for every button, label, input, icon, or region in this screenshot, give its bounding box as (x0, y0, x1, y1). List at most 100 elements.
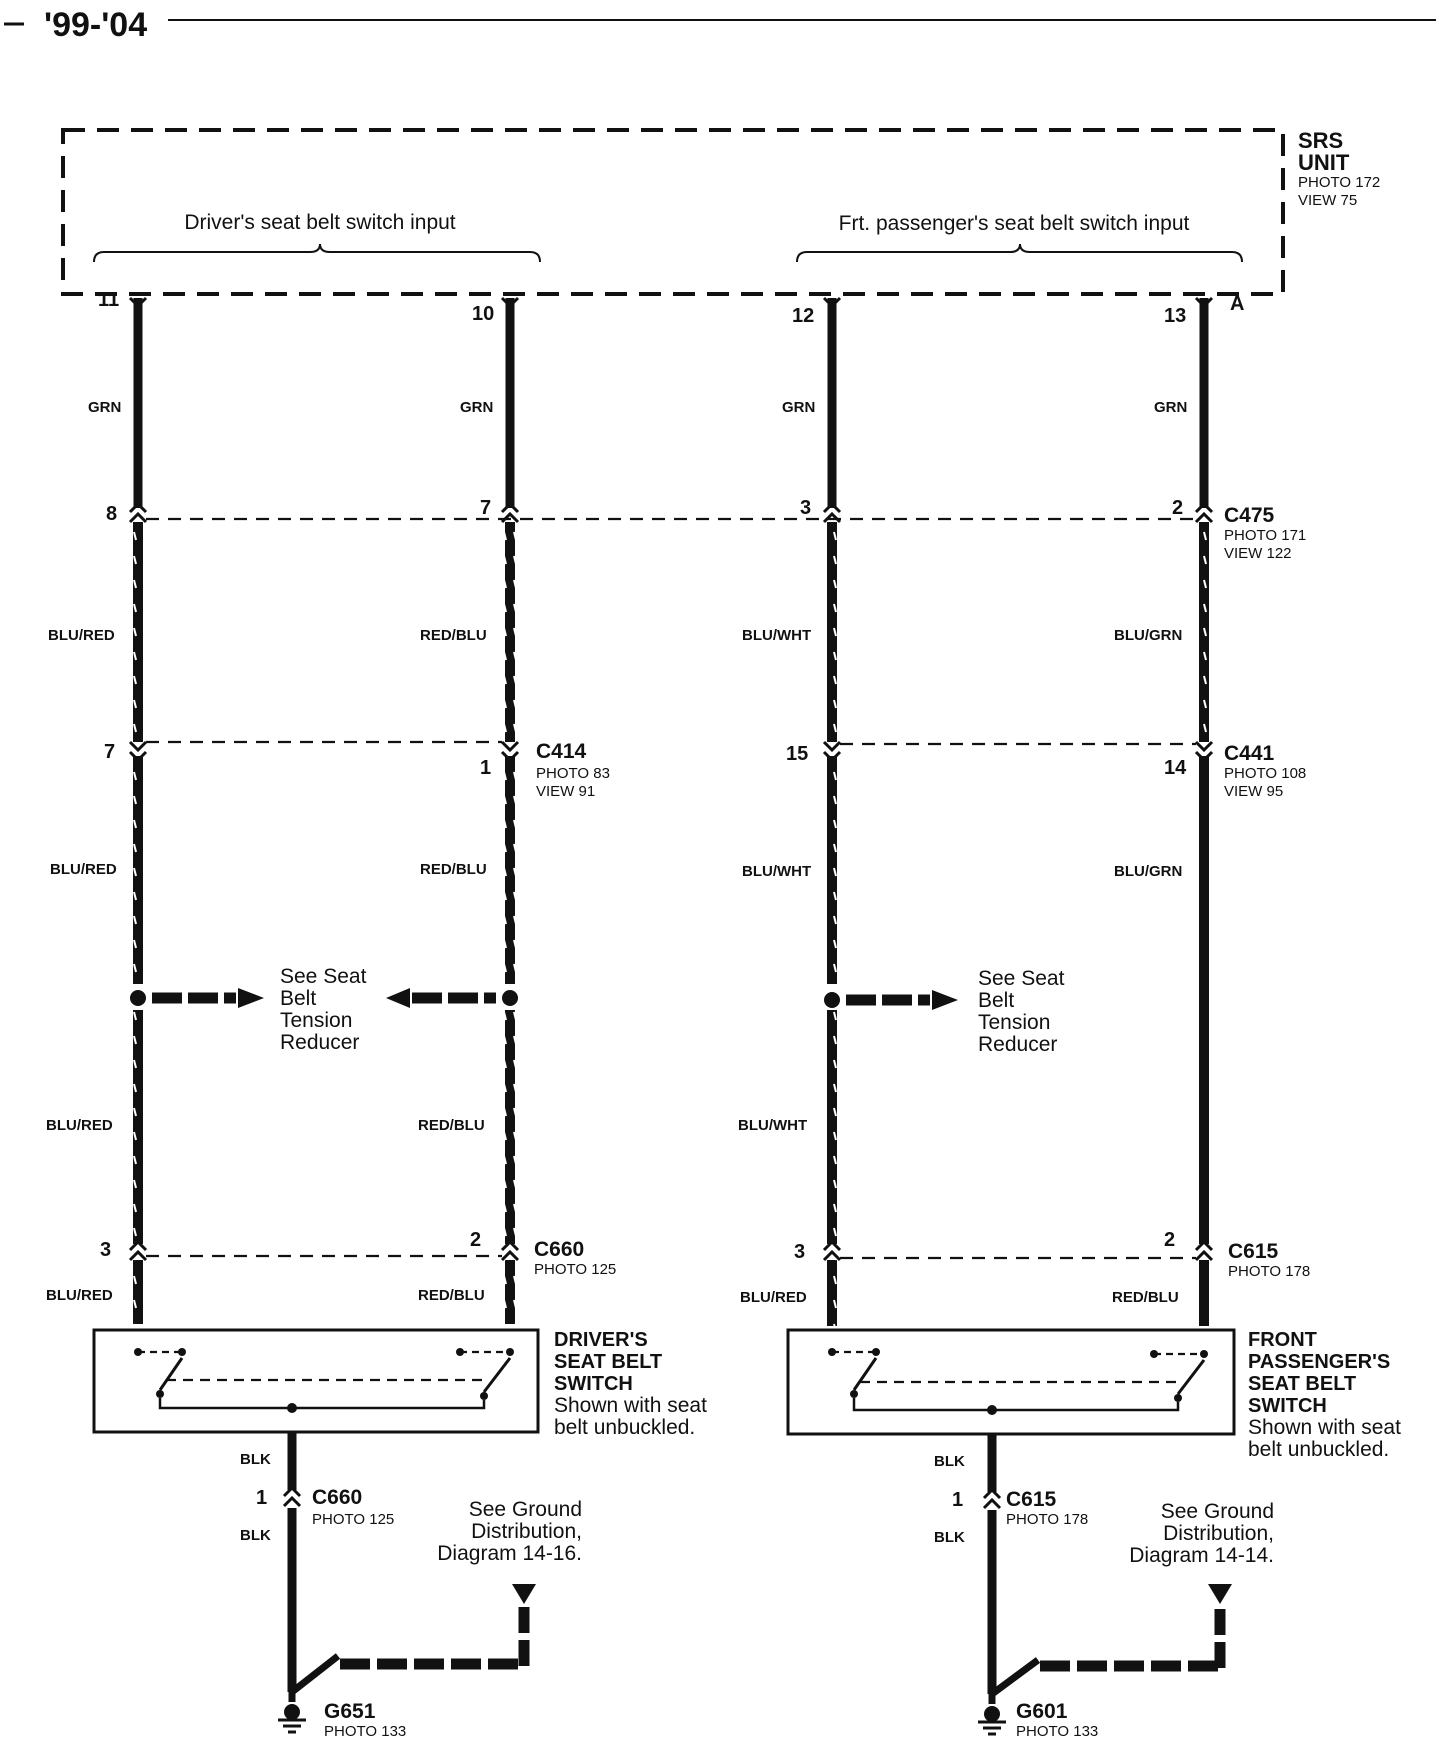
pin-c615-ground-1: 1 (952, 1489, 963, 1511)
passenger-input-label: Frt. passenger's seat belt switch input (839, 212, 1190, 235)
pin-srs-terminal-a: A (1230, 293, 1244, 315)
wire-label-blu-wht-2: BLU/WHT (742, 863, 811, 880)
wire-label-red-blu-1: RED/BLU (420, 627, 487, 644)
tension-reducer-ref-driver (130, 988, 518, 1008)
pin-c615-3: 3 (794, 1241, 805, 1263)
wire-label-blu-red-3: BLU/RED (46, 1117, 113, 1134)
tension-note-passenger-1: See Seat (978, 967, 1065, 990)
pin-c660-3: 3 (100, 1239, 111, 1261)
tension-reducer-ref-passenger (824, 990, 958, 1010)
c660-photo: PHOTO 125 (534, 1261, 616, 1278)
tension-note-passenger-2: Belt (978, 989, 1014, 1012)
driver-seat-belt-switch (92, 1328, 540, 1434)
wire-label-grn-4: GRN (1154, 399, 1187, 416)
pin-c475-7: 7 (480, 497, 491, 519)
c475-photo: PHOTO 171 (1224, 527, 1306, 544)
c615-name: C615 (1228, 1240, 1279, 1263)
tension-note-driver-3: Tension (280, 1009, 352, 1032)
wire-label-red-blu-4: RED/BLU (418, 1287, 485, 1304)
srs-unit-view: VIEW 75 (1298, 192, 1357, 209)
wire-driver-right (500, 296, 520, 1324)
pin-c475-3: 3 (800, 497, 811, 519)
pin-c441-15: 15 (786, 743, 808, 765)
srs-unit-box (61, 128, 1285, 296)
c660-name: C660 (534, 1238, 584, 1261)
pin-c414-1: 1 (480, 757, 491, 779)
c441-view: VIEW 95 (1224, 783, 1283, 800)
wire-label-blu-wht-3: BLU/WHT (738, 1117, 807, 1134)
passenger-switch-title-2: PASSENGER'S (1248, 1351, 1390, 1373)
wire-label-blu-red-1: BLU/RED (48, 627, 115, 644)
c615-photo: PHOTO 178 (1228, 1263, 1310, 1280)
pin-c475-2: 2 (1172, 497, 1183, 519)
wire-label-grn-1: GRN (88, 399, 121, 416)
c475-view: VIEW 122 (1224, 545, 1292, 562)
ground-circuit-passenger (978, 1434, 1232, 1736)
srs-unit-photo: PHOTO 172 (1298, 174, 1380, 191)
c414-name: C414 (536, 740, 587, 763)
wire-label-red-blu-5: RED/BLU (1112, 1289, 1179, 1306)
tension-note-driver-4: Reducer (280, 1031, 359, 1054)
ground-note-driver-1: See Ground (469, 1498, 582, 1521)
wire-label-blu-red-2: BLU/RED (50, 861, 117, 878)
g601-photo: PHOTO 133 (1016, 1723, 1098, 1740)
wire-label-blu-red-4: BLU/RED (46, 1287, 113, 1304)
wire-passenger-right (1194, 296, 1214, 1326)
tension-note-driver-1: See Seat (280, 965, 367, 988)
pin-c660-ground-1: 1 (256, 1487, 267, 1509)
driver-switch-title-3: SWITCH (554, 1373, 633, 1395)
wire-label-grn-2: GRN (460, 399, 493, 416)
driver-input-brace (93, 243, 541, 263)
c414-photo: PHOTO 83 (536, 765, 610, 782)
tension-note-driver-2: Belt (280, 987, 316, 1010)
wire-label-red-blu-2: RED/BLU (420, 861, 487, 878)
passenger-input-brace (796, 243, 1243, 263)
driver-switch-note-1: Shown with seat (554, 1394, 707, 1417)
passenger-switch-note-1: Shown with seat (1248, 1416, 1401, 1439)
ground-note-passenger-1: See Ground (1161, 1500, 1274, 1523)
driver-switch-note-2: belt unbuckled. (554, 1416, 695, 1439)
passenger-switch-note-2: belt unbuckled. (1248, 1438, 1389, 1461)
driver-input-label: Driver's seat belt switch input (184, 211, 455, 234)
ground-note-driver-3: Diagram 14-16. (437, 1542, 582, 1565)
passenger-switch-title-1: FRONT (1248, 1329, 1317, 1351)
pin-c615-2: 2 (1164, 1229, 1175, 1251)
wire-label-red-blu-3: RED/BLU (418, 1117, 485, 1134)
g601-name: G601 (1016, 1700, 1068, 1723)
ground-note-passenger-2: Distribution, (1163, 1522, 1274, 1545)
c660-ground-name: C660 (312, 1486, 362, 1509)
c615-ground-name: C615 (1006, 1488, 1057, 1511)
connector-c660-c615-marks (128, 1239, 1214, 1262)
pin-srs-10: 10 (472, 303, 494, 325)
c475-name: C475 (1224, 504, 1275, 527)
wire-label-blk-4: BLK (934, 1529, 965, 1546)
passenger-switch-title-3: SEAT BELT (1248, 1373, 1356, 1395)
wire-label-blk-2: BLK (240, 1527, 271, 1544)
g651-photo: PHOTO 133 (324, 1723, 406, 1740)
passenger-switch-title-4: SWITCH (1248, 1395, 1327, 1417)
ground-note-driver-2: Distribution, (471, 1520, 582, 1543)
c660-ground-photo: PHOTO 125 (312, 1511, 394, 1528)
wire-label-blu-red-5: BLU/RED (740, 1289, 807, 1306)
c441-name: C441 (1224, 742, 1275, 765)
g651-name: G651 (324, 1700, 376, 1723)
pin-c660-2: 2 (470, 1229, 481, 1251)
ground-circuit-driver (278, 1432, 536, 1734)
srs-unit-label-2: UNIT (1298, 150, 1350, 175)
pin-c475-8: 8 (106, 503, 117, 525)
wire-label-blu-grn-1: BLU/GRN (1114, 627, 1182, 644)
pin-c414-7: 7 (104, 741, 115, 763)
driver-switch-title-2: SEAT BELT (554, 1351, 662, 1373)
tension-note-passenger-4: Reducer (978, 1033, 1057, 1056)
wire-driver-left (128, 296, 148, 1324)
driver-switch-title-1: DRIVER'S (554, 1329, 648, 1351)
srs-unit-label-1: SRS (1298, 128, 1343, 153)
connector-c414-c441-marks (128, 740, 1214, 763)
pin-srs-13: 13 (1164, 305, 1186, 327)
header-year-range: '99-'04 (44, 6, 147, 44)
wire-label-blu-wht-1: BLU/WHT (742, 627, 811, 644)
tension-note-passenger-3: Tension (978, 1011, 1050, 1034)
wire-label-grn-3: GRN (782, 399, 815, 416)
pin-srs-11: 11 (98, 289, 119, 311)
